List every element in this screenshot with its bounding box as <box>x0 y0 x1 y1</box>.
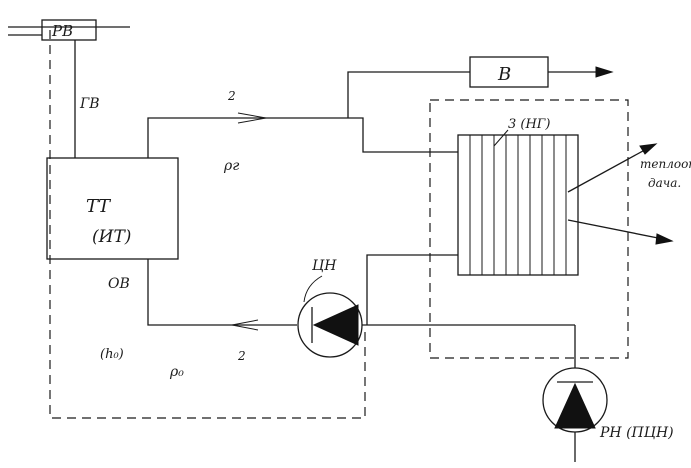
heat-arrow-upper-shaft <box>567 145 653 193</box>
rv-label: РВ <box>51 22 73 40</box>
heat-label-line2: дача. <box>648 176 681 190</box>
gv-label: ГВ <box>79 96 100 112</box>
pg-label: ρг <box>223 158 239 174</box>
p0-label: ρ₀ <box>169 364 184 380</box>
v-outlet-arrowhead <box>595 66 614 78</box>
return-pipe <box>366 254 458 325</box>
v-branch-pipe <box>347 71 470 118</box>
flow-bottom-label: 2 <box>237 349 246 363</box>
flow-top-label: 2 <box>227 89 236 103</box>
rv-box <box>41 19 97 41</box>
tt-label-line2: (ИТ) <box>92 227 131 247</box>
heat-arrow-lower-head <box>655 233 674 245</box>
tsn-leader-line <box>303 275 323 303</box>
rn-pump-triangle <box>554 382 596 429</box>
dashed-boundary-right <box>429 99 629 359</box>
upper-loop-pipe <box>147 117 458 158</box>
dashed-boundary-left <box>49 30 366 419</box>
rn-label: РН (ПЦН) <box>599 425 674 441</box>
v-label: В <box>497 64 511 85</box>
heat-arrow-upper-head <box>639 143 658 155</box>
heat-label-line1: теплоот <box>640 157 691 171</box>
ng-label: 3 (НГ) <box>508 117 551 132</box>
ng-leader-line <box>493 129 509 147</box>
tsn-pump-triangle <box>312 304 359 346</box>
ng-box-hatching <box>469 135 567 275</box>
ov-label: ОВ <box>108 276 130 292</box>
h0-label: (h₀) <box>100 347 124 362</box>
heat-arrow-lower-shaft <box>567 219 669 241</box>
tt-box <box>46 157 179 260</box>
lower-loop-pipe <box>147 259 297 326</box>
tt-label-line1: ТТ <box>86 196 112 217</box>
tsn-label: ЦН <box>312 258 337 274</box>
